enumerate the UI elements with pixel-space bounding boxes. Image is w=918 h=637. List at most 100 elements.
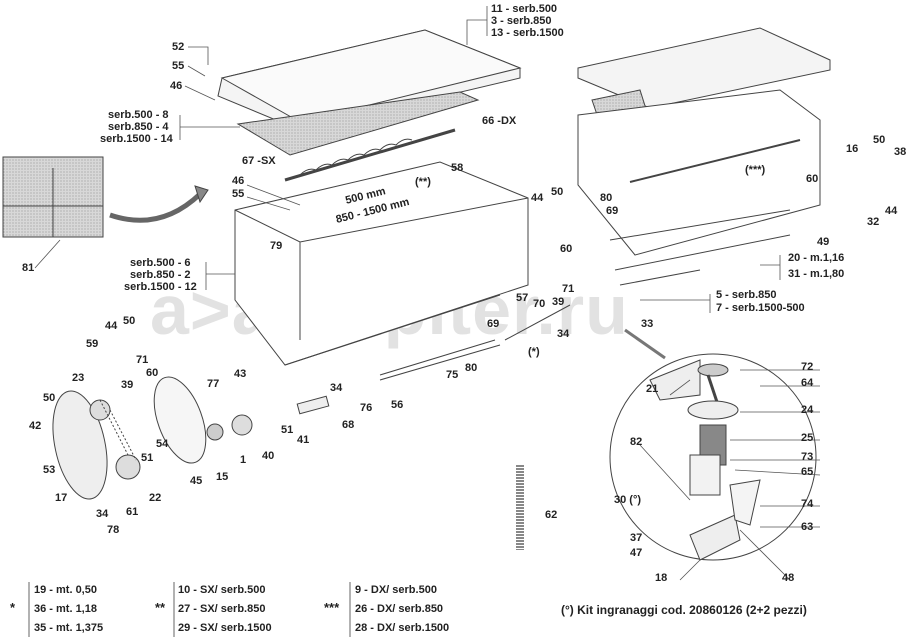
label-cover-850: 3 - serb.850 (491, 15, 552, 27)
part-55: 55 (172, 60, 185, 72)
part-63: 63 (801, 521, 814, 533)
part-32: 32 (867, 216, 880, 228)
mark-triple-star: (***) (745, 164, 766, 176)
mark-single-star: (*) (528, 346, 540, 358)
legend-chain-mark: * (10, 600, 16, 615)
part-69: 69 (487, 318, 500, 330)
legend-dx-item: 9 - DX/ serb.500 (355, 584, 437, 596)
part-59: 59 (86, 338, 99, 350)
part-52: 52 (172, 41, 185, 53)
sprocket-23 (89, 399, 111, 421)
part-18: 18 (655, 572, 668, 584)
part-39: 39 (121, 379, 134, 391)
part-68: 68 (342, 419, 355, 431)
legend-sx-item: 29 - SX/ serb.1500 (178, 622, 272, 634)
part-70: 70 (533, 298, 546, 310)
legend-chain-item: 36 - mt. 1,18 (34, 603, 97, 615)
part-40: 40 (262, 450, 275, 462)
part-82: 82 (630, 436, 643, 448)
part-75: 75 (446, 369, 459, 381)
part-74: 74 (801, 498, 814, 510)
part-80: 80 (465, 362, 478, 374)
auger-left (284, 128, 456, 182)
part-30: 30 (°) (614, 494, 642, 506)
label-hopper-850: serb.850 - 2 (130, 269, 191, 281)
part-15: 15 (216, 471, 229, 483)
part-23: 23 (72, 372, 85, 384)
legend-dx-item: 28 - DX/ serb.1500 (355, 622, 450, 634)
label-rod-180: 31 - m.1,80 (788, 268, 845, 280)
part-69: 69 (606, 205, 619, 217)
part-55: 55 (232, 188, 245, 200)
part-56: 56 (391, 399, 404, 411)
part-65: 65 (801, 466, 814, 478)
part-37: 37 (630, 532, 643, 544)
part-24: 24 (801, 404, 814, 416)
label-rod-116: 20 - m.1,16 (788, 252, 845, 264)
part-17: 17 (55, 492, 68, 504)
label-shaft-850: 5 - serb.850 (716, 289, 777, 301)
mesh-left (236, 91, 480, 156)
part-77: 77 (207, 378, 220, 390)
part-46: 46 (232, 175, 245, 187)
part-43: 43 (234, 368, 247, 380)
legend-chain-item: 35 - mt. 1,375 (34, 622, 104, 634)
part-50: 50 (43, 392, 56, 404)
label-cover-1500: 13 - serb.1500 (491, 27, 564, 39)
part-60: 60 (146, 367, 159, 379)
part-62: 62 (545, 509, 558, 521)
part-67: 67 -SX (242, 155, 276, 167)
part-54: 54 (156, 438, 169, 450)
label-shaft-1500: 7 - serb.1500-500 (716, 302, 805, 314)
part-66: 66 -DX (482, 115, 517, 127)
part-50: 50 (551, 186, 564, 198)
part-1: 1 (240, 454, 247, 466)
part-42: 42 (29, 420, 42, 432)
part-38: 38 (894, 146, 907, 158)
legend-dx-mark: *** (324, 600, 340, 615)
legend-dx-item: 26 - DX/ serb.850 (355, 603, 444, 615)
part-71: 71 (562, 283, 575, 295)
legend-sx-item: 27 - SX/ serb.850 (178, 603, 266, 615)
part-58: 58 (451, 162, 464, 174)
part-45: 45 (190, 475, 203, 487)
shaft (379, 304, 571, 381)
part-25: 25 (801, 432, 814, 444)
part-44: 44 (531, 192, 544, 204)
part-47: 47 (630, 547, 643, 559)
part-44: 44 (885, 205, 898, 217)
part-60: 60 (806, 173, 819, 185)
part-64: 64 (801, 377, 814, 389)
part-22: 22 (149, 492, 162, 504)
label-cover-500: 11 - serb.500 (491, 3, 558, 15)
part-34: 34 (557, 328, 570, 340)
hopper-left (234, 161, 529, 366)
mark-double-star: (**) (415, 176, 431, 188)
sprocket-22 (115, 454, 141, 480)
part-71: 71 (136, 354, 149, 366)
label-hopper-500: serb.500 - 6 (130, 257, 191, 269)
part-34: 34 (96, 508, 109, 520)
label-mesh-850: serb.850 - 4 (108, 121, 169, 133)
part-78: 78 (107, 524, 120, 536)
part-49: 49 (817, 236, 830, 248)
part-51: 51 (141, 452, 154, 464)
part-41: 41 (297, 434, 310, 446)
part-79: 79 (270, 240, 283, 252)
part-50: 50 (123, 315, 136, 327)
part-73: 73 (801, 451, 814, 463)
part-81: 81 (22, 262, 35, 274)
label-mesh-1500: serb.1500 - 14 (100, 133, 173, 145)
part-46: 46 (170, 80, 183, 92)
label-mesh-500: serb.500 - 8 (108, 109, 169, 121)
part-76: 76 (360, 402, 373, 414)
label-hopper-1500: serb.1500 - 12 (124, 281, 197, 293)
part-53: 53 (43, 464, 56, 476)
part-34: 34 (330, 382, 343, 394)
legend-chain-item: 19 - mt. 0,50 (34, 584, 97, 596)
part-57: 57 (516, 292, 529, 304)
part-44: 44 (105, 320, 118, 332)
cover-right (577, 27, 831, 109)
part-21: 21 (646, 383, 659, 395)
